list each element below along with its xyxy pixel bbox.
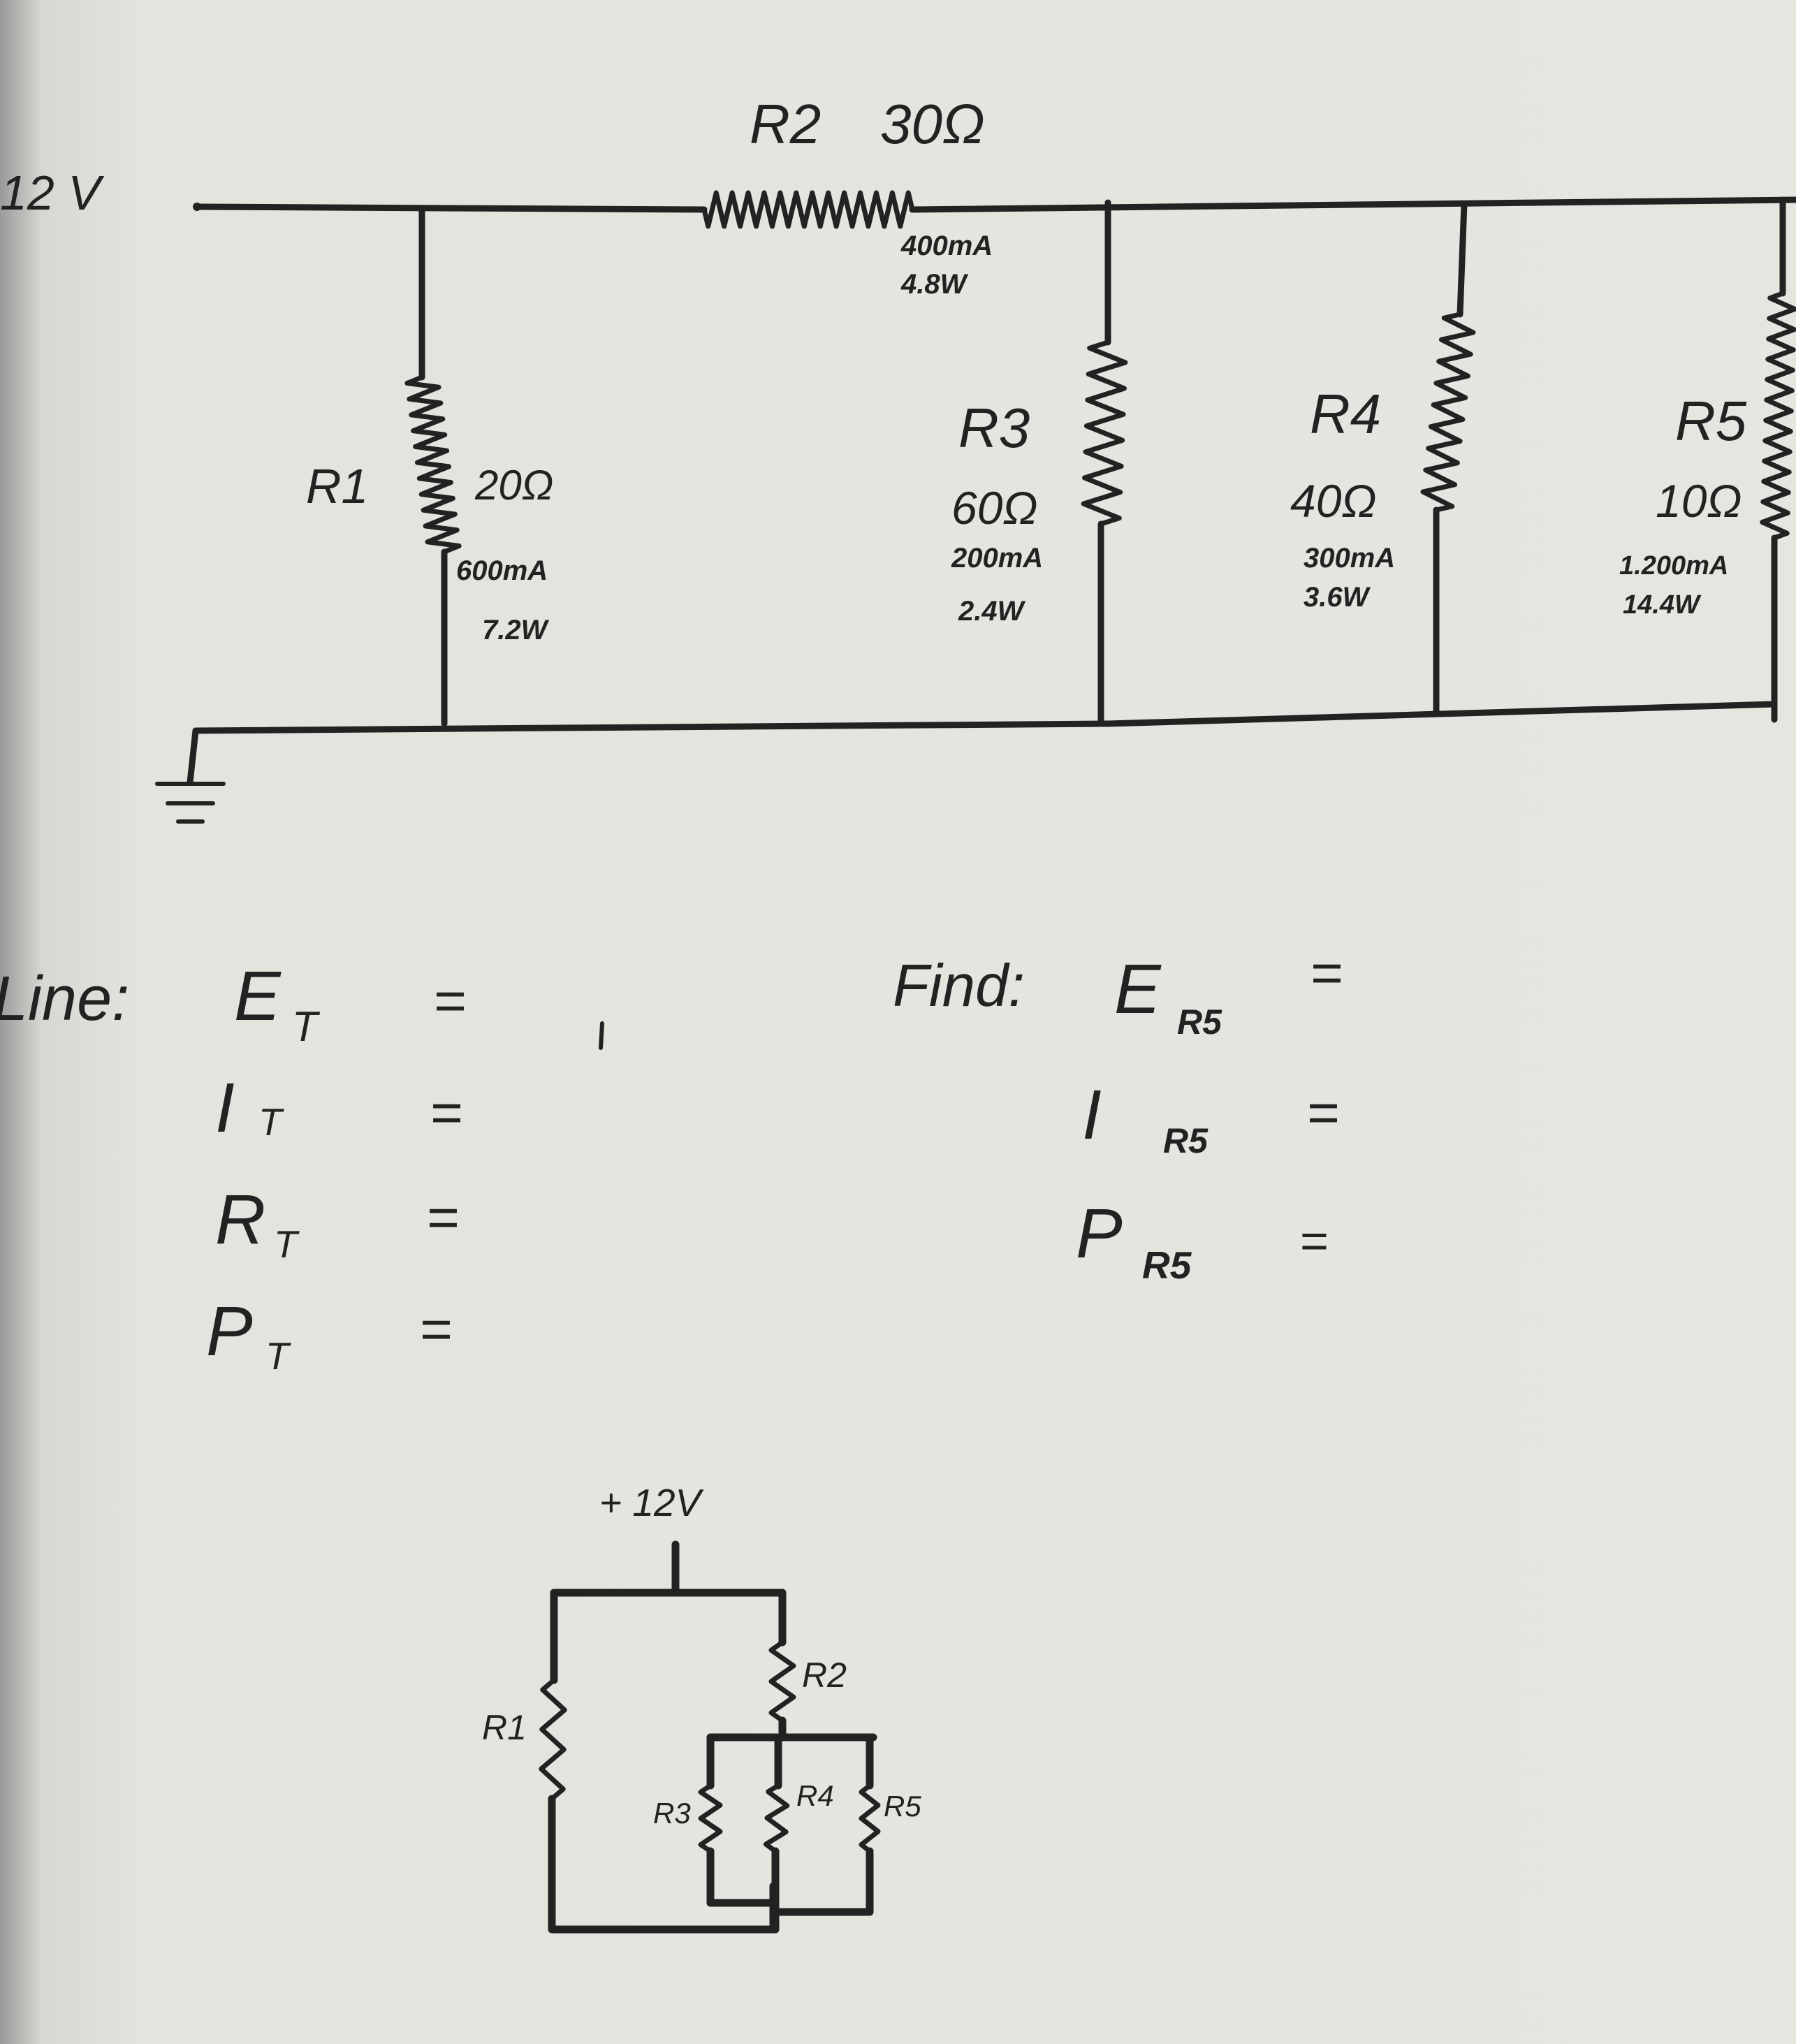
line-rt-sub: T — [274, 1222, 300, 1266]
line-it-sub: T — [258, 1100, 284, 1144]
stray-mark — [599, 1021, 604, 1050]
small-source-label: + 12V — [599, 1481, 704, 1524]
r5-resistor-symbol — [1760, 291, 1796, 541]
r4-current: 300mA — [1304, 543, 1395, 574]
small-r2-label: R2 — [802, 1656, 847, 1695]
small-r5-label: R5 — [884, 1790, 921, 1823]
small-r4-label: R4 — [796, 1779, 834, 1812]
find-pr5-label: P — [1076, 1195, 1123, 1273]
r5-power: 14.4W — [1623, 590, 1702, 620]
line-pt-sub: T — [265, 1334, 291, 1378]
source-voltage-label: 12 V — [0, 166, 105, 220]
find-er5-equals: = — [1310, 942, 1343, 1004]
small-wires — [548, 1540, 877, 1934]
r3-power: 2.4W — [958, 596, 1026, 627]
find-pr5-sub: R5 — [1142, 1243, 1192, 1287]
r4-branch-wire — [1433, 200, 1468, 716]
r5-branch-wire — [1771, 196, 1786, 723]
line-heading: Line: — [0, 964, 129, 1034]
small-circuit: + 12V R1 R2 R3 R4 R5 — [482, 1481, 921, 1934]
r2-current: 400mA — [900, 231, 993, 261]
r2-resistor-symbol — [701, 190, 915, 229]
r1-power: 7.2W — [482, 615, 550, 645]
small-r1-symbol — [539, 1678, 567, 1801]
line-pt-equals: = — [419, 1298, 452, 1360]
r1-current: 600mA — [456, 555, 548, 586]
ground-icon — [155, 782, 226, 824]
line-et-label: E — [234, 957, 282, 1035]
line-it-equals: = — [430, 1081, 462, 1144]
line-et-equals: = — [433, 970, 466, 1032]
r1-resistor-symbol — [404, 374, 462, 555]
r4-name: R4 — [1310, 383, 1381, 445]
r4-resistance: 40Ω — [1290, 475, 1377, 527]
small-r3-label: R3 — [653, 1797, 691, 1830]
top-rail-right — [909, 196, 1796, 213]
r3-current: 200mA — [951, 543, 1043, 574]
ground-wire — [187, 727, 199, 786]
r3-branch-wire — [1097, 199, 1111, 727]
r1-branch-wire — [418, 206, 448, 727]
r3-resistor-symbol — [1081, 340, 1128, 527]
find-section: Find: E R5 = I R5 = P R5 = — [893, 942, 1343, 1287]
line-it-label: I — [215, 1069, 235, 1147]
r3-resistance: 60Ω — [951, 482, 1038, 534]
find-er5-label: E — [1114, 950, 1162, 1028]
find-ir5-label: I — [1082, 1076, 1102, 1154]
small-r5-symbol — [859, 1783, 881, 1853]
line-et-sub: T — [292, 1003, 321, 1050]
find-heading: Find: — [893, 953, 1025, 1019]
find-ir5-sub: R5 — [1163, 1121, 1209, 1160]
r2-power: 4.8W — [900, 269, 969, 300]
small-r2-symbol — [768, 1640, 796, 1723]
bottom-rail — [192, 701, 1778, 734]
small-r3-symbol — [698, 1783, 723, 1853]
line-rt-equals: = — [426, 1186, 459, 1248]
line-rt-label: R — [215, 1181, 265, 1259]
r5-current: 1.200mA — [1619, 551, 1728, 581]
small-r1-label: R1 — [482, 1708, 527, 1747]
find-er5-sub: R5 — [1177, 1002, 1222, 1042]
r5-resistance: 10Ω — [1656, 475, 1742, 527]
r4-power: 3.6W — [1304, 582, 1371, 613]
r1-name: R1 — [306, 459, 368, 513]
r1-resistance: 20Ω — [474, 462, 553, 509]
find-pr5-equals: = — [1299, 1213, 1328, 1268]
main-circuit — [155, 190, 1796, 824]
find-ir5-equals: = — [1306, 1081, 1339, 1144]
top-rail-left — [194, 203, 708, 213]
line-section: Line: E T = I T = R T = P T = — [0, 957, 604, 1378]
r2-name: R2 — [750, 93, 821, 155]
r3-name: R3 — [958, 397, 1030, 459]
r4-resistor-symbol — [1420, 312, 1476, 513]
r5-name: R5 — [1675, 390, 1747, 452]
small-r4-symbol — [763, 1783, 790, 1853]
r2-resistance: 30Ω — [880, 93, 985, 155]
line-pt-label: P — [206, 1292, 253, 1371]
